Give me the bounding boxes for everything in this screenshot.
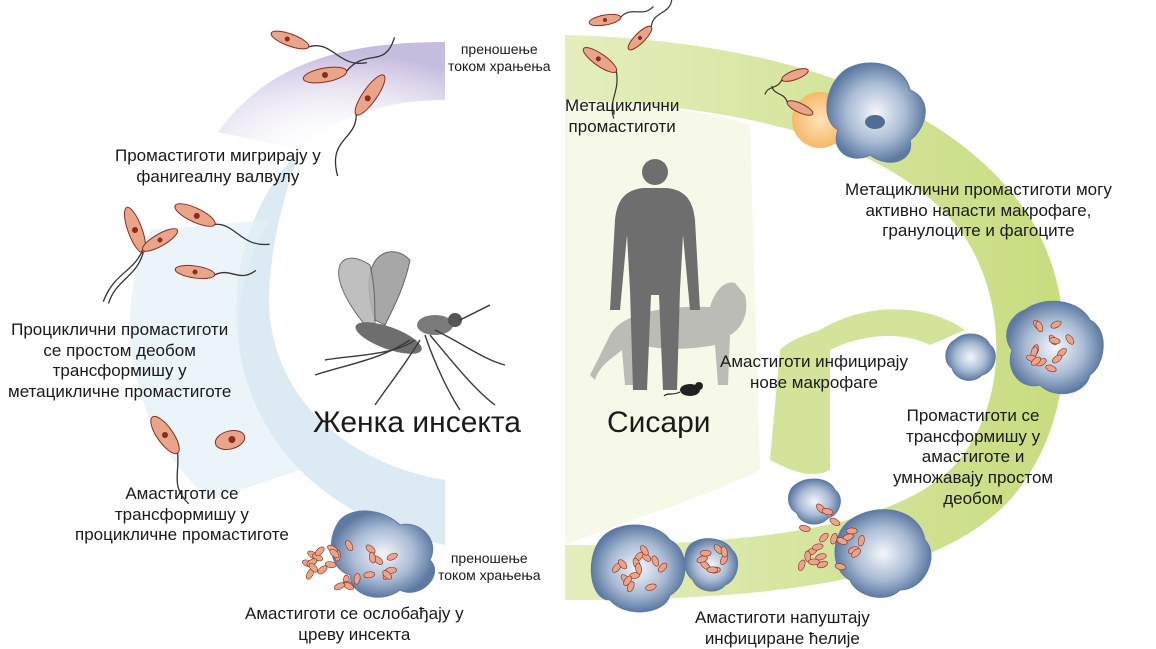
label-line: Амастиготи напуштају <box>695 608 870 629</box>
macrophage-icon <box>1007 301 1104 393</box>
transmission-label-bottom: преношење током храњења <box>438 550 541 584</box>
promastigotes-to-amastigotes-label: Промастиготи се трансформишу у амастигот… <box>893 406 1053 510</box>
label-line: метацикличне промастиготе <box>8 382 231 403</box>
sandfly-icon <box>315 252 505 410</box>
label-line: Амастиготи инфицирају <box>720 352 908 373</box>
macrophage-icon <box>789 479 841 524</box>
metacyclic-promastigotes-label: Метациклични промастиготи <box>565 96 679 137</box>
promastigotes-migrate-label: Промастиготи мигрирају у фанигеалну валв… <box>115 146 321 187</box>
label-line: Амастиготи се ослобађају у <box>245 604 464 625</box>
label-line: активно напасти макрофаге, <box>845 201 1112 222</box>
label-line: умножавају простом <box>893 468 1053 489</box>
insect-group-label: Женка инсекта <box>313 408 521 438</box>
label-line: нове макрофаге <box>720 373 908 394</box>
macrophage-icon <box>946 334 995 380</box>
transmission-label-top: преношење током храњења <box>448 41 551 75</box>
label-line: цреву инсекта <box>245 625 464 646</box>
amastigote-icon <box>700 550 711 556</box>
metacyclic-attack-label: Метациклични промастиготи могу активно н… <box>845 180 1112 242</box>
transmission-bottom-line-1: преношење <box>438 550 541 567</box>
insect-band-purple <box>218 42 445 150</box>
label-line: Амастиготи се <box>75 484 289 505</box>
label-line: гранулоците и фагоците <box>845 221 1112 242</box>
label-line: деобом <box>893 489 1053 510</box>
label-line: трансформишу у <box>893 427 1053 448</box>
label-line: трансформишу у <box>8 361 231 382</box>
label-line: Промастиготи се <box>893 406 1053 427</box>
label-line: се простом деобом <box>8 341 231 362</box>
label-line: Проциклични промастиготи <box>8 320 231 341</box>
amastigote-icon <box>333 581 346 591</box>
label-line: Метациклични промастиготи могу <box>845 180 1112 201</box>
label-line: процикличне промастиготе <box>75 525 289 546</box>
label-line: амастиготе и <box>893 447 1053 468</box>
amastigotes-released-label: Амастиготи се ослобађају у цреву инсекта <box>245 604 464 645</box>
transmission-top-line-1: преношење <box>448 41 551 58</box>
infected-macrophages-right <box>946 301 1103 393</box>
procyclic-transform-label: Проциклични промастиготи се простом деоб… <box>8 320 231 403</box>
amastigote-icon <box>808 559 819 565</box>
amastigote-icon <box>707 567 718 573</box>
macrophage-icon <box>827 63 925 162</box>
amastigotes-leave-label: Амастиготи напуштају инфициране ћелије <box>695 608 870 649</box>
label-line: инфициране ћелије <box>695 629 870 649</box>
transmission-bottom-line-2: током храњења <box>438 567 541 584</box>
label-line: Промастиготи мигрирају у <box>115 146 321 167</box>
transmission-top-line-2: током храњења <box>448 58 551 75</box>
label-line: трансформишу у <box>75 505 289 526</box>
label-line: Метациклични <box>565 96 679 117</box>
amastigote-icon <box>846 528 857 534</box>
label-line: промастиготи <box>565 117 679 138</box>
mammal-group-label: Сисари <box>607 408 711 438</box>
amastigotes-infect-label: Амастиготи инфицирају нове макрофаге <box>720 352 908 393</box>
label-line: фанигеалну валвулу <box>115 167 321 188</box>
amastigotes-to-procyclic-label: Амастиготи се трансформишу у процикличне… <box>75 484 289 546</box>
promastigote-icon <box>588 6 655 27</box>
